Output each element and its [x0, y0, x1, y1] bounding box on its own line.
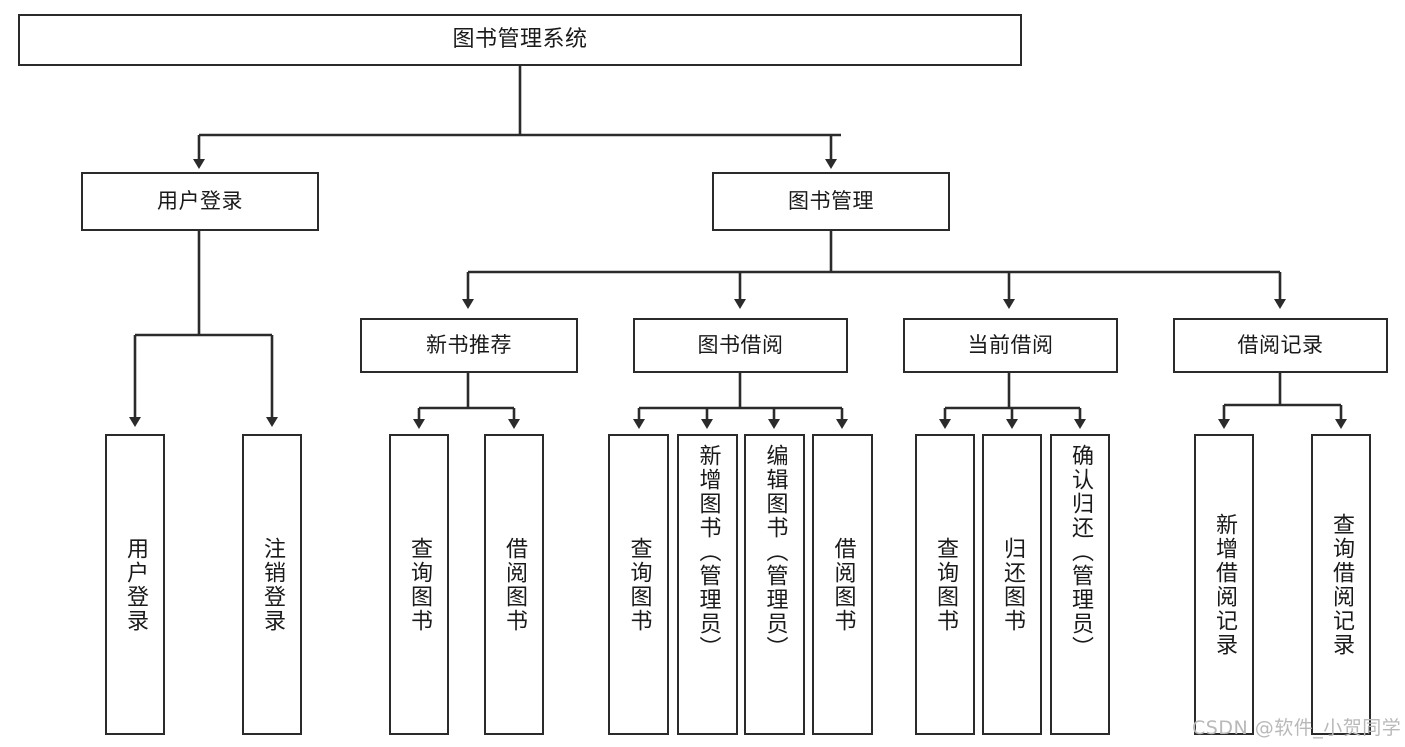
leaf-confirm-return[interactable]: 确认归还（管理员）	[1050, 434, 1110, 735]
leaf-borrow-book-1-label: 借阅图书	[501, 536, 527, 633]
leaf-query-record-label: 查询借阅记录	[1328, 512, 1354, 657]
node-new-book-recommend[interactable]: 新书推荐	[360, 318, 578, 373]
leaf-borrow-book-2-label: 借阅图书	[830, 536, 856, 633]
leaf-add-book-label: 新增图书（管理员）	[695, 444, 721, 660]
leaf-user-logout-label: 注销登录	[259, 536, 285, 633]
leaf-query-book-2[interactable]: 查询图书	[608, 434, 669, 735]
node-book-borrow-label: 图书借阅	[697, 332, 784, 357]
leaf-borrow-book-1[interactable]: 借阅图书	[484, 434, 544, 735]
node-user-login-label: 用户登录	[157, 188, 243, 213]
node-new-book-recommend-label: 新书推荐	[426, 332, 512, 357]
node-current-borrow-label: 当前借阅	[967, 332, 1054, 357]
leaf-query-book-3-label: 查询图书	[932, 536, 958, 633]
leaf-borrow-book-2[interactable]: 借阅图书	[812, 434, 873, 735]
leaf-confirm-return-label: 确认归还（管理员）	[1067, 444, 1093, 660]
leaf-add-book[interactable]: 新增图书（管理员）	[677, 434, 738, 735]
node-borrow-record[interactable]: 借阅记录	[1173, 318, 1388, 373]
node-root-label: 图书管理系统	[452, 26, 588, 52]
leaf-query-book-1-label: 查询图书	[406, 536, 432, 633]
leaf-edit-book-label: 编辑图书（管理员）	[762, 444, 788, 660]
leaf-add-record[interactable]: 新增借阅记录	[1194, 434, 1254, 735]
leaf-query-record[interactable]: 查询借阅记录	[1311, 434, 1371, 735]
node-borrow-record-label: 借阅记录	[1237, 332, 1324, 357]
node-book-manage-label: 图书管理	[788, 188, 874, 213]
leaf-query-book-2-label: 查询图书	[626, 536, 652, 633]
leaf-user-login[interactable]: 用户登录	[105, 434, 165, 735]
leaf-user-login-label: 用户登录	[122, 536, 148, 633]
leaf-return-book[interactable]: 归还图书	[982, 434, 1042, 735]
leaf-user-logout[interactable]: 注销登录	[242, 434, 302, 735]
leaf-query-book-3[interactable]: 查询图书	[915, 434, 975, 735]
leaf-add-record-label: 新增借阅记录	[1211, 512, 1237, 657]
node-root[interactable]: 图书管理系统	[18, 14, 1022, 66]
node-book-borrow[interactable]: 图书借阅	[633, 318, 848, 373]
csdn-watermark: CSDN @软件_小贺同学	[1192, 717, 1402, 739]
leaf-query-book-1[interactable]: 查询图书	[389, 434, 449, 735]
leaf-edit-book[interactable]: 编辑图书（管理员）	[744, 434, 805, 735]
node-user-login[interactable]: 用户登录	[81, 172, 319, 231]
node-book-manage[interactable]: 图书管理	[712, 172, 950, 231]
leaf-return-book-label: 归还图书	[999, 536, 1025, 633]
node-current-borrow[interactable]: 当前借阅	[903, 318, 1118, 373]
